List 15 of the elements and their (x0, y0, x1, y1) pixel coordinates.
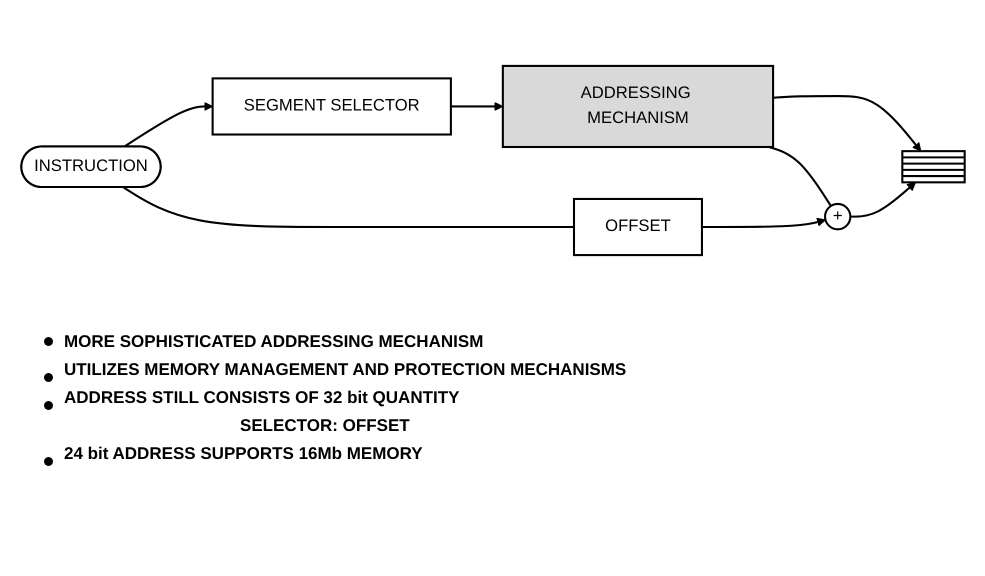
connector (768, 146, 832, 206)
node-box: OFFSET (572, 197, 702, 256)
arrow (701, 217, 826, 228)
bullet-point: 24 bit ADDRESS SUPPORTS 16Mb MEMORY (64, 444, 424, 464)
bullet-point: ADDRESS STILL CONSISTS OF 32 bit QUANTITY (64, 388, 460, 408)
node-box: SEGMENT SELECTOR (211, 76, 452, 136)
node-box: ADDRESSING MECHANISM (501, 64, 774, 148)
arrow (850, 181, 916, 218)
connector (122, 186, 574, 228)
node-circle: + (824, 202, 851, 230)
arrow (450, 101, 503, 111)
note-text: SELECTOR: OFFSET (240, 416, 411, 436)
arrow (772, 94, 921, 152)
bullet-point: UTILIZES MEMORY MANAGEMENT AND PROTECTION MECHANISMS (64, 360, 628, 380)
bullet-point: MORE SOPHISTICATED ADDRESSING MECHANISM (64, 332, 484, 352)
